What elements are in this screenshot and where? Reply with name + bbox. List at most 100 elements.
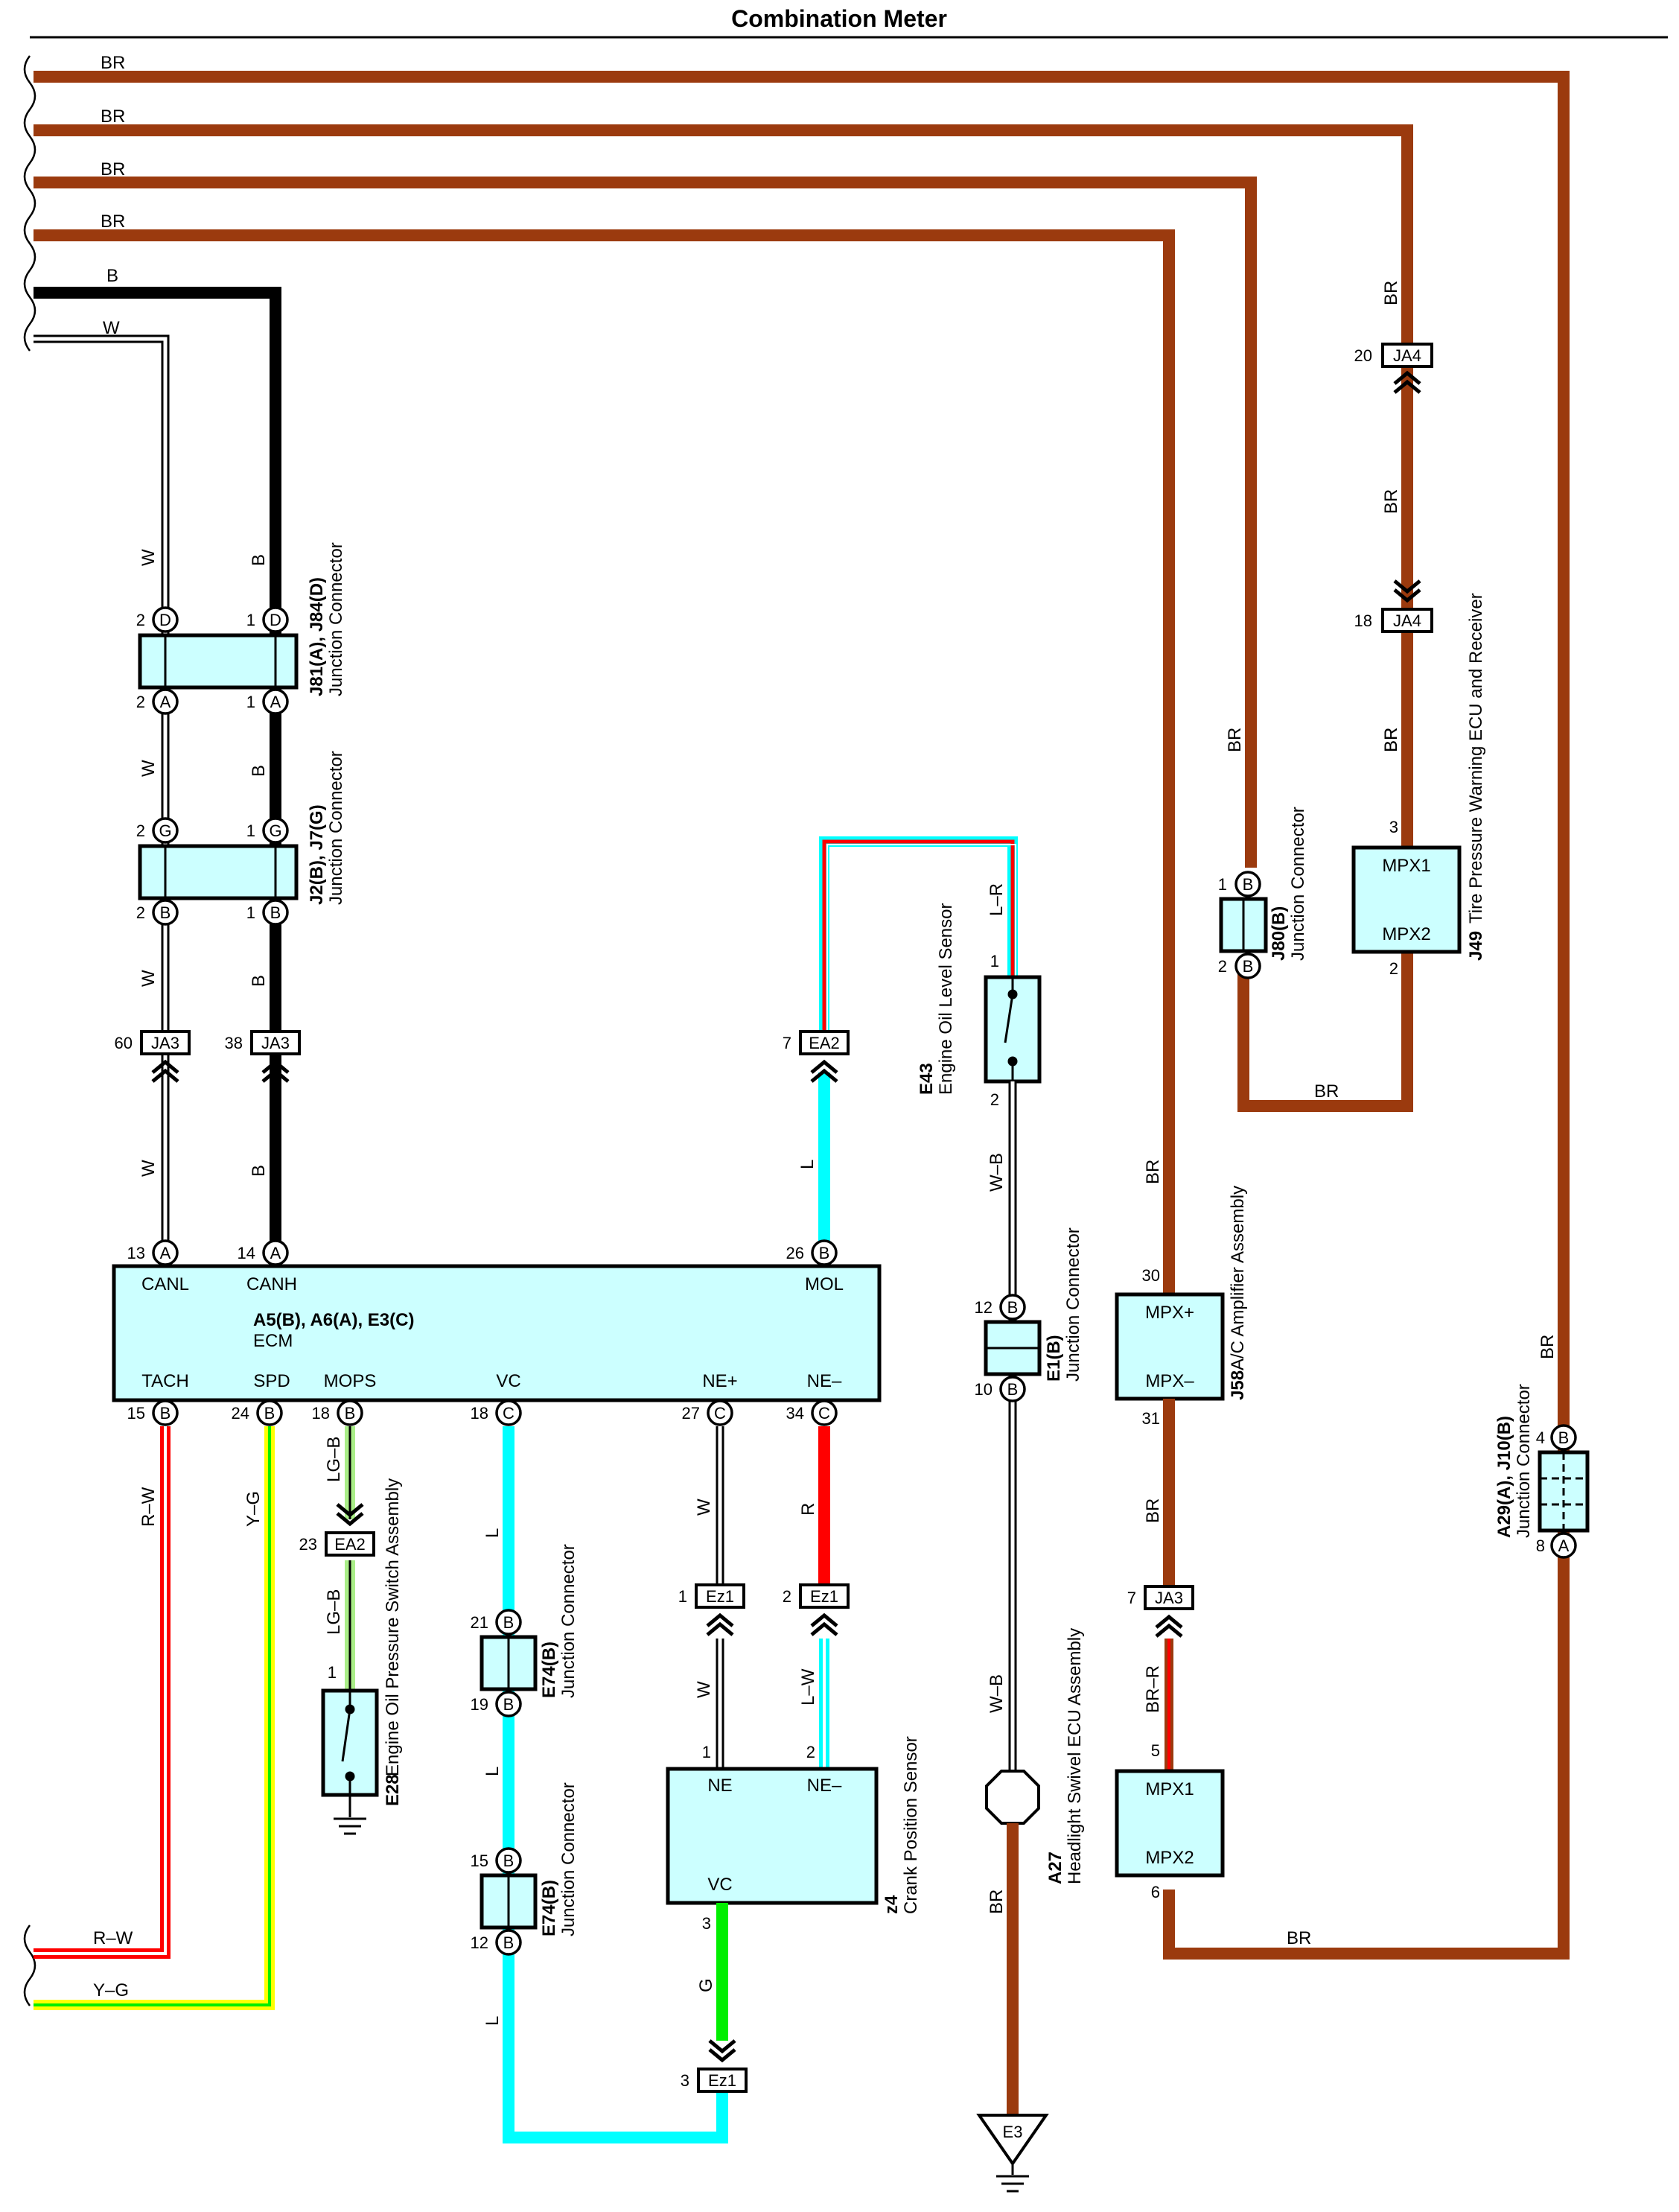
svg-text:12: 12 xyxy=(471,1933,488,1952)
svg-text:Junction Connector: Junction Connector xyxy=(558,1782,579,1936)
svg-text:Ez1: Ez1 xyxy=(810,1587,838,1606)
svg-text:Engine Oil Level Sensor: Engine Oil Level Sensor xyxy=(936,903,956,1095)
svg-text:C: C xyxy=(714,1404,726,1423)
svg-text:B: B xyxy=(160,903,171,922)
svg-text:10: 10 xyxy=(975,1380,993,1399)
e43-switch-symbol xyxy=(1004,977,1018,1081)
svg-text:24: 24 xyxy=(232,1404,249,1423)
svg-text:BR: BR xyxy=(1143,1498,1163,1523)
j80-pins: B B 1 2 xyxy=(1218,871,1261,979)
svg-text:14: 14 xyxy=(238,1244,255,1262)
svg-text:NE–: NE– xyxy=(807,1776,842,1796)
svg-text:MPX1: MPX1 xyxy=(1382,856,1430,876)
wire-label-b: B xyxy=(106,266,118,286)
e1-label: E1(B) Junction Connector xyxy=(1044,1227,1083,1382)
svg-text:MPX–: MPX– xyxy=(1145,1371,1194,1391)
ja3-connector-60: JA3 60 xyxy=(115,1030,191,1083)
svg-text:34: 34 xyxy=(786,1404,804,1423)
svg-text:18: 18 xyxy=(471,1404,488,1423)
svg-text:MPX2: MPX2 xyxy=(1382,924,1430,944)
wire-lr xyxy=(819,836,1018,1038)
svg-text:1: 1 xyxy=(328,1663,337,1682)
svg-text:1: 1 xyxy=(246,821,255,840)
wire-label-br-4: BR xyxy=(101,212,125,232)
svg-text:Junction Connector: Junction Connector xyxy=(326,542,346,696)
svg-text:L–W: L–W xyxy=(798,1668,818,1706)
svg-text:Junction Connector: Junction Connector xyxy=(1063,1227,1083,1382)
svg-text:LG–B: LG–B xyxy=(324,1437,344,1482)
svg-text:12: 12 xyxy=(975,1298,993,1317)
svg-text:J81(A), J84(D): J81(A), J84(D) xyxy=(307,577,327,696)
svg-text:CANL: CANL xyxy=(141,1274,189,1294)
svg-text:VC: VC xyxy=(496,1371,520,1391)
svg-text:3: 3 xyxy=(702,1914,711,1933)
brown-wire-labels: BR BR BR BR xyxy=(101,53,125,232)
j2-junction-connector xyxy=(138,844,299,900)
svg-text:3: 3 xyxy=(681,2071,689,2090)
svg-text:A29(A), J10(B): A29(A), J10(B) xyxy=(1494,1416,1514,1538)
svg-text:BR: BR xyxy=(1381,281,1401,305)
wire-label-br-j80: BR xyxy=(1381,728,1401,752)
svg-text:E74(B): E74(B) xyxy=(539,1641,559,1698)
wire-label-br-bottom-j80: BR xyxy=(1314,1081,1339,1102)
svg-text:CANH: CANH xyxy=(246,1274,297,1294)
svg-text:JA3: JA3 xyxy=(261,1034,290,1052)
svg-text:4: 4 xyxy=(1536,1428,1545,1447)
svg-text:A: A xyxy=(1558,1536,1570,1555)
svg-text:NE–: NE– xyxy=(807,1371,842,1391)
svg-text:J58: J58 xyxy=(1228,1370,1248,1400)
j81-pins: D D A A 2 1 2 1 xyxy=(136,606,289,715)
svg-text:J49: J49 xyxy=(1466,931,1486,961)
svg-text:B: B xyxy=(1558,1428,1570,1447)
svg-text:2: 2 xyxy=(136,821,145,840)
ez1-connector-3: Ez1 3 xyxy=(681,2039,748,2093)
svg-text:B: B xyxy=(249,975,269,987)
svg-text:D: D xyxy=(270,611,281,629)
j81-junction-connector xyxy=(138,633,299,690)
z4-label: z4 Crank Position Sensor xyxy=(882,1736,921,1914)
z4-crank-position-sensor xyxy=(666,1767,879,1905)
svg-text:SPD: SPD xyxy=(253,1371,290,1391)
brown-wires xyxy=(34,71,1570,1960)
svg-text:Junction Connector: Junction Connector xyxy=(326,751,346,905)
svg-text:26: 26 xyxy=(786,1244,804,1262)
svg-text:13: 13 xyxy=(127,1244,145,1262)
svg-text:B: B xyxy=(503,1613,514,1632)
wire-canh xyxy=(34,287,281,1251)
svg-text:B: B xyxy=(503,1933,514,1952)
svg-text:18: 18 xyxy=(1354,611,1372,630)
break-marks xyxy=(23,55,36,2006)
svg-text:Ez1: Ez1 xyxy=(706,1587,734,1606)
svg-text:EA2: EA2 xyxy=(809,1034,840,1052)
j49-tire-pressure-ecu xyxy=(1351,845,1462,954)
wire-l-vc xyxy=(503,1426,728,2143)
svg-text:21: 21 xyxy=(471,1613,488,1632)
svg-text:E1(B): E1(B) xyxy=(1044,1335,1064,1382)
wire-rw-tach xyxy=(34,1426,171,1959)
svg-text:L: L xyxy=(482,1528,503,1538)
svg-text:Engine Oil Pressure Switch Ass: Engine Oil Pressure Switch Assembly xyxy=(383,1478,403,1776)
wire-label-wb-2: W–B xyxy=(987,1674,1007,1713)
svg-text:J80(B): J80(B) xyxy=(1269,906,1289,961)
e28-label: E28 Engine Oil Pressure Switch Assembly xyxy=(383,1478,403,1806)
j81-label: J81(A), J84(D) Junction Connector xyxy=(307,542,346,696)
svg-text:Junction Connector: Junction Connector xyxy=(1288,807,1308,961)
j2-pins: G G B B 2 1 2 1 xyxy=(136,817,289,926)
svg-text:BR–R: BR–R xyxy=(1143,1665,1163,1713)
svg-text:JA3: JA3 xyxy=(1155,1589,1183,1607)
svg-text:VC: VC xyxy=(707,1875,732,1895)
svg-text:E28: E28 xyxy=(383,1774,403,1806)
svg-text:BR: BR xyxy=(1225,728,1245,752)
ecm-top-pins: A A B 13 14 26 xyxy=(127,1239,838,1266)
svg-text:BR: BR xyxy=(1381,489,1401,514)
svg-text:MOL: MOL xyxy=(805,1274,844,1294)
svg-text:Crank Position Sensor: Crank Position Sensor xyxy=(901,1736,921,1914)
svg-text:B: B xyxy=(1007,1298,1019,1317)
svg-text:2: 2 xyxy=(783,1587,791,1606)
svg-text:BR: BR xyxy=(1538,1335,1558,1359)
svg-text:B: B xyxy=(503,1695,514,1714)
svg-text:W: W xyxy=(138,970,159,987)
svg-text:R: R xyxy=(798,1503,818,1516)
e1-pins: B B 12 10 xyxy=(975,1294,1026,1402)
svg-text:B: B xyxy=(249,765,269,777)
